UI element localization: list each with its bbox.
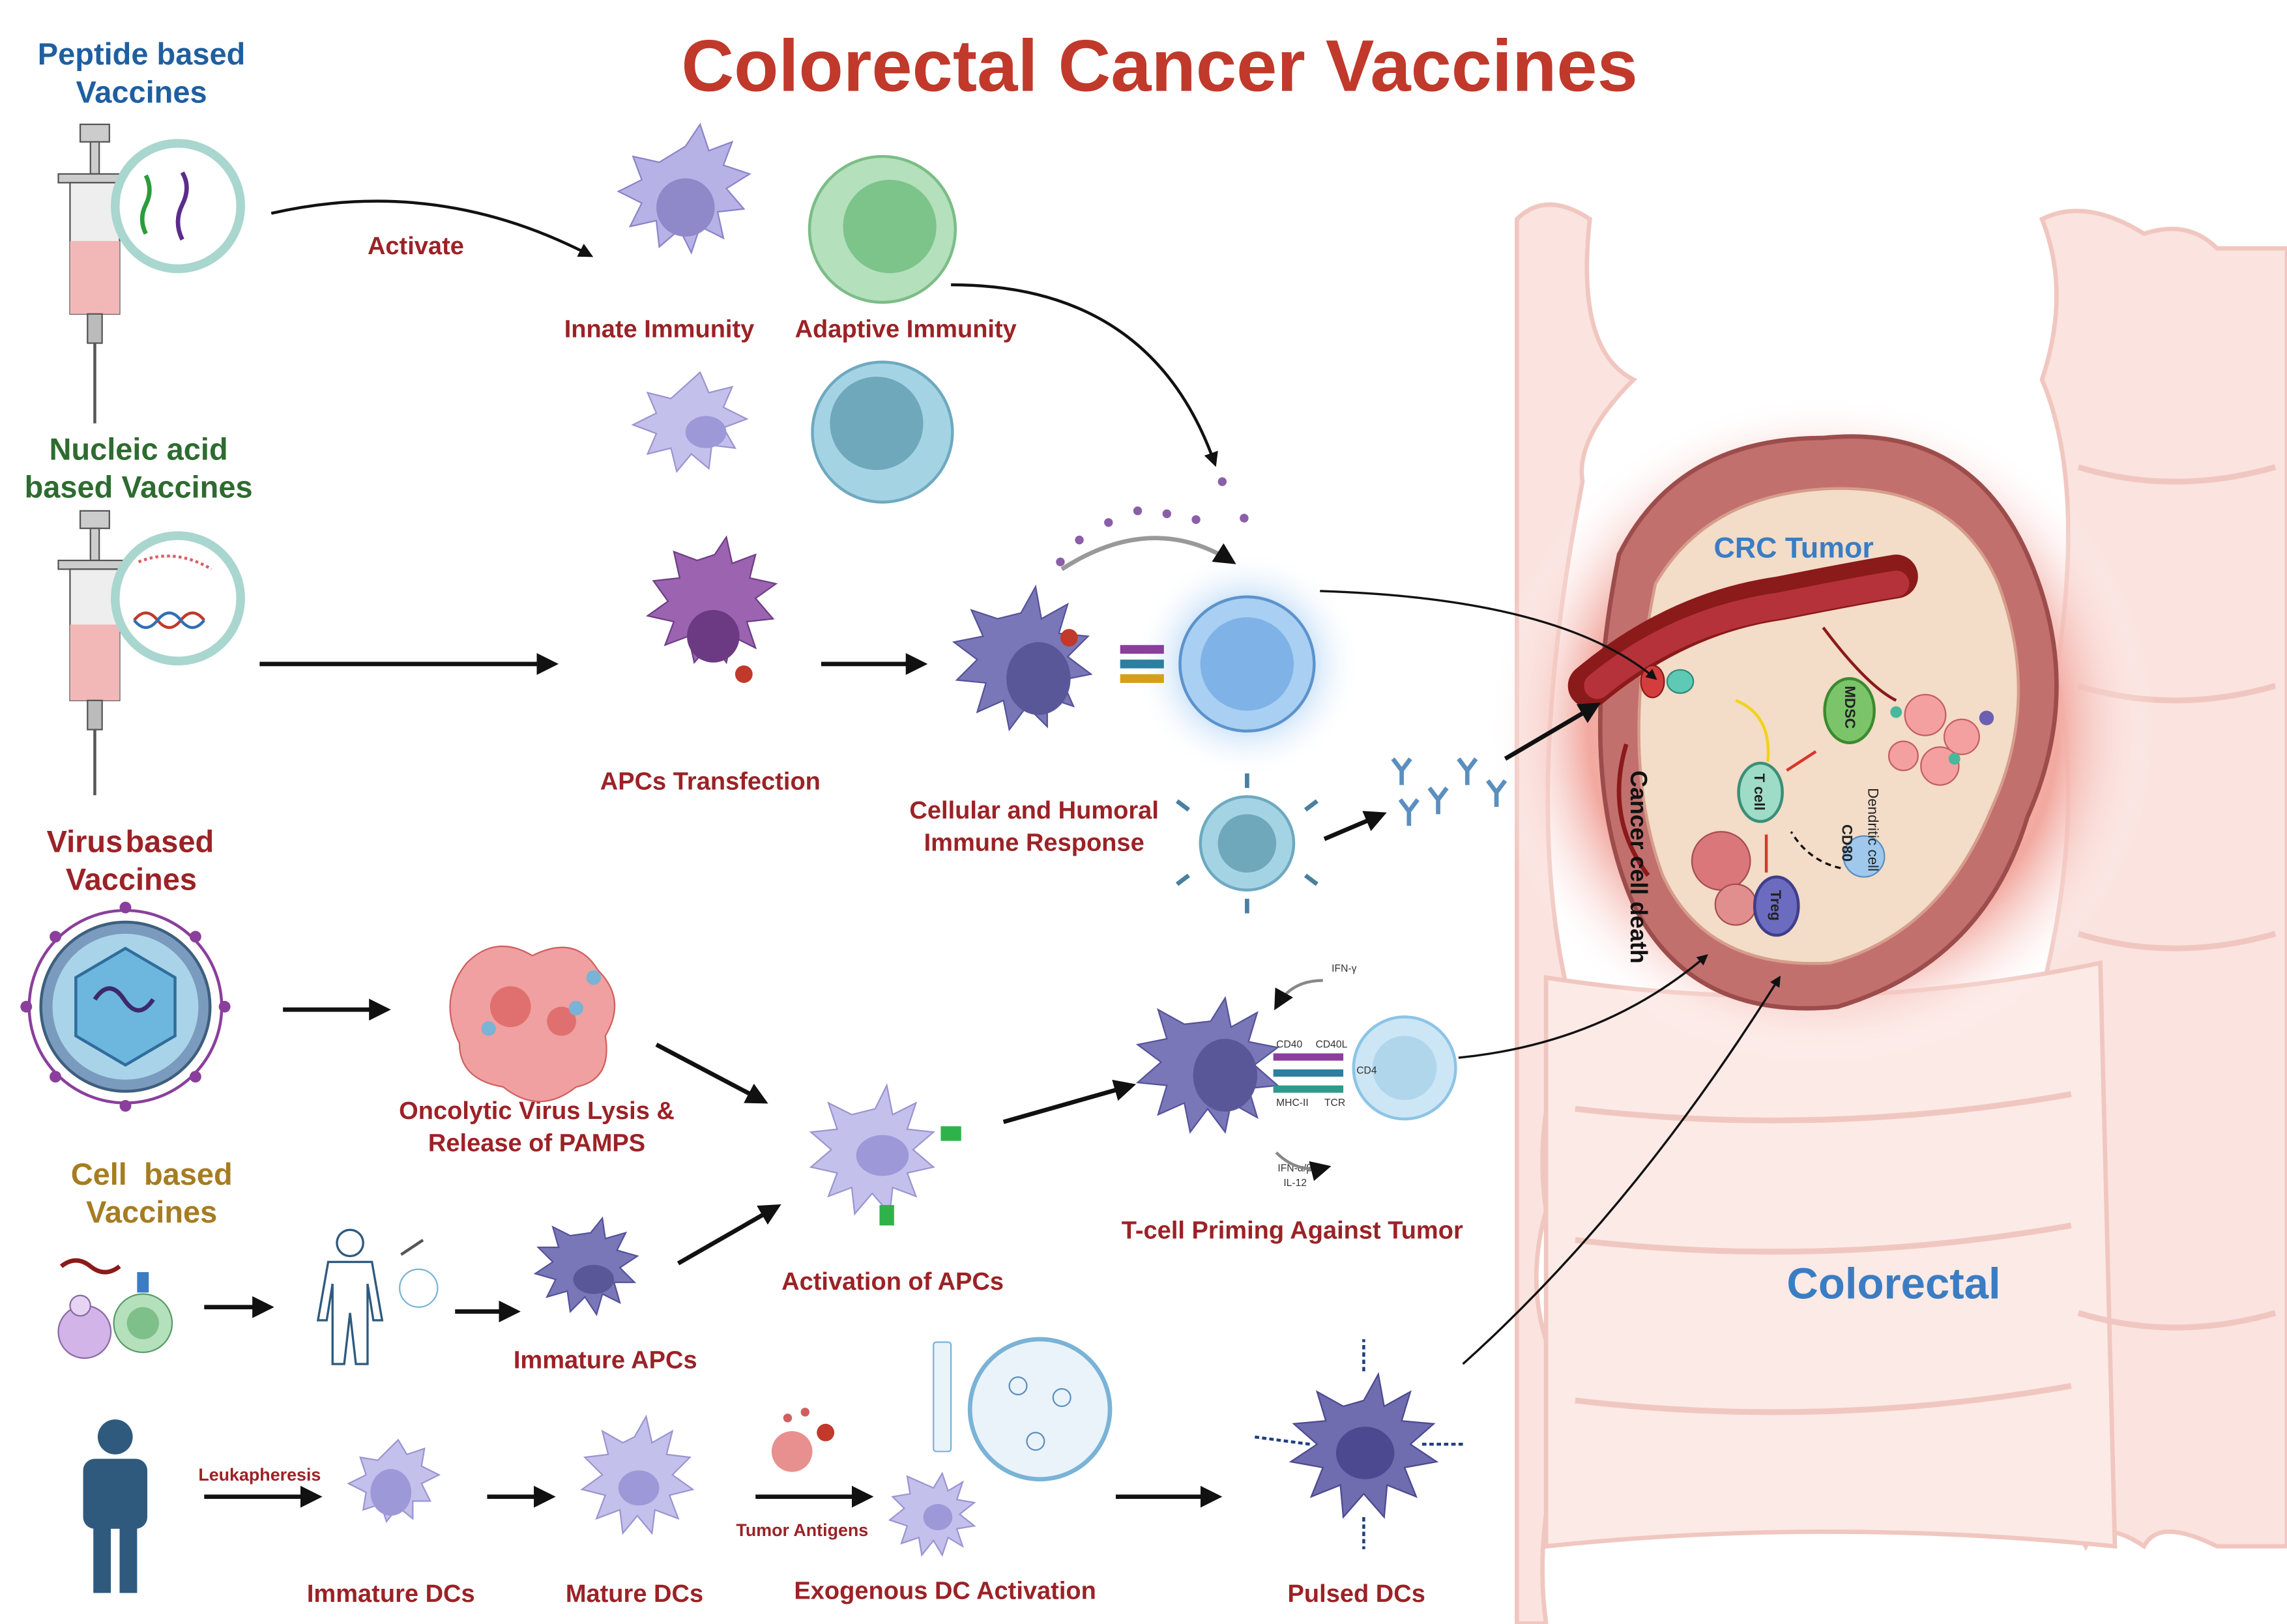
patient-icon [83, 1419, 148, 1593]
virus-icon [20, 901, 231, 1112]
pulsed-dc-cell [1254, 1339, 1466, 1550]
immature-apcs-label: Immature APCs [514, 1347, 697, 1374]
activation-apcs-label: Activation of APCs [781, 1268, 1004, 1296]
tumor-cell-dendritic: Dendritic cell CD80 [1790, 788, 1886, 878]
cell-vaccine-group: Cell based Vaccines [57, 1157, 233, 1359]
apc-transfected-cell [645, 535, 778, 683]
nucleic-vaccine-group: Nucleic acid based Vaccines [25, 432, 253, 796]
cd40l-label: CD40L [1316, 1039, 1348, 1050]
flow-arrows [204, 199, 1781, 1508]
il12-label: IL-12 [1283, 1178, 1307, 1189]
cd80-label: CD80 [1839, 824, 1855, 862]
cell-icon [57, 1258, 173, 1359]
antibodies-icon [1391, 757, 1508, 826]
ifn-gamma-label: IFN-γ [1332, 963, 1356, 974]
cd4-label: CD4 [1356, 1066, 1377, 1077]
cd40-label: CD40 [1276, 1039, 1302, 1050]
peptide-label-line1: Peptide based [38, 36, 246, 71]
tumor-cell-treg: Treg [1753, 834, 1800, 937]
peptide-vaccine-group: Peptide based Vaccines [38, 36, 246, 424]
tumor-antigens-label: Tumor Antigens [736, 1520, 868, 1540]
dendritic-label: Dendritic cell [1865, 788, 1882, 871]
colorectal-label: Colorectal [1786, 1259, 2000, 1308]
particles-icon [1056, 477, 1249, 566]
leukapheresis-label: Leukapheresis [198, 1465, 321, 1485]
tcell-label: T cell [1751, 774, 1768, 811]
treg-label: Treg [1768, 890, 1784, 921]
crc-tumor-illustration [1487, 394, 2159, 1066]
cell-label-line2: Vaccines [86, 1195, 217, 1229]
immature-dcs-label: Immature DCs [307, 1580, 475, 1608]
mdsc-label: MDSC [1842, 686, 1858, 729]
mature-dc-cell [580, 1414, 695, 1535]
ifn-ab-label: IFN-α/β [1277, 1163, 1312, 1174]
tumor-antigens-icon [771, 1408, 835, 1472]
adaptive-immunity-cell-2 [811, 360, 954, 504]
colon-illustration [1515, 202, 2287, 1624]
cell-label-line1: Cell based [71, 1157, 233, 1191]
syringe-icon [57, 123, 132, 424]
human-outline-icon [316, 1228, 439, 1365]
cellular-humoral-label-line2: Immune Response [924, 829, 1144, 856]
tumor-cell-tcell: T cell [1735, 699, 1817, 823]
nucleic-label-line2: based Vaccines [25, 470, 253, 504]
innate-immunity-cell [617, 123, 751, 255]
innate-immunity-cell-2 [631, 371, 749, 473]
tumor-cell-mdsc: MDSC [1823, 676, 1876, 744]
adaptive-immunity-label: Adaptive Immunity [795, 316, 1017, 343]
syringe-icon [57, 510, 132, 796]
apc-presenting-cell [952, 584, 1093, 732]
exogenous-dc-cell [888, 1337, 1113, 1557]
mhc-label: MHC-II [1276, 1097, 1309, 1109]
virus-label-word1: Virus [47, 824, 123, 859]
page-title: Colorectal Cancer Vaccines [681, 25, 1638, 106]
immature-apc-cell [533, 1216, 639, 1316]
apcs-transfection-label: APCs Transfection [600, 768, 821, 795]
tcell-activated-glow [1120, 550, 1361, 778]
b-cell [1175, 773, 1318, 914]
adaptive-immunity-cell [808, 154, 957, 304]
immature-dc-cell [347, 1438, 441, 1524]
innate-immunity-label: Innate Immunity [564, 316, 755, 343]
virus-vaccine-group: Virus based Vaccines [20, 824, 231, 1112]
cellular-humoral-label-line1: Cellular and Humoral [909, 797, 1159, 824]
virus-label-line2: Vaccines [66, 862, 197, 897]
pulsed-dcs-label: Pulsed DCs [1288, 1580, 1425, 1608]
cancer-cell-death-label: Cancer cell death [1625, 770, 1652, 963]
peptide-label-line2: Vaccines [76, 74, 207, 109]
activate-label: Activate [368, 233, 464, 260]
tcell-priming-label: T-cell Priming Against Tumor [1122, 1217, 1463, 1245]
oncolytic-label-line2: Release of PAMPS [428, 1129, 645, 1157]
tcr-label: TCR [1324, 1097, 1345, 1109]
activation-apc-cell [809, 1083, 961, 1226]
nucleic-label-line1: Nucleic acid [49, 432, 227, 467]
mature-dcs-label: Mature DCs [566, 1580, 703, 1608]
peptide-zoom-icon [111, 139, 245, 274]
exogenous-dc-label: Exogenous DC Activation [794, 1577, 1096, 1604]
nucleic-zoom-icon [111, 531, 245, 666]
virus-label-word2: based [125, 824, 214, 859]
tcell-priming-cell: IFN-γ CD40 CD40L CD4 MHC-II TCR IFN-α/β … [1135, 963, 1457, 1189]
crc-tumor-label: CRC Tumor [1714, 531, 1874, 564]
oncolytic-lysis-cell [449, 945, 616, 1103]
